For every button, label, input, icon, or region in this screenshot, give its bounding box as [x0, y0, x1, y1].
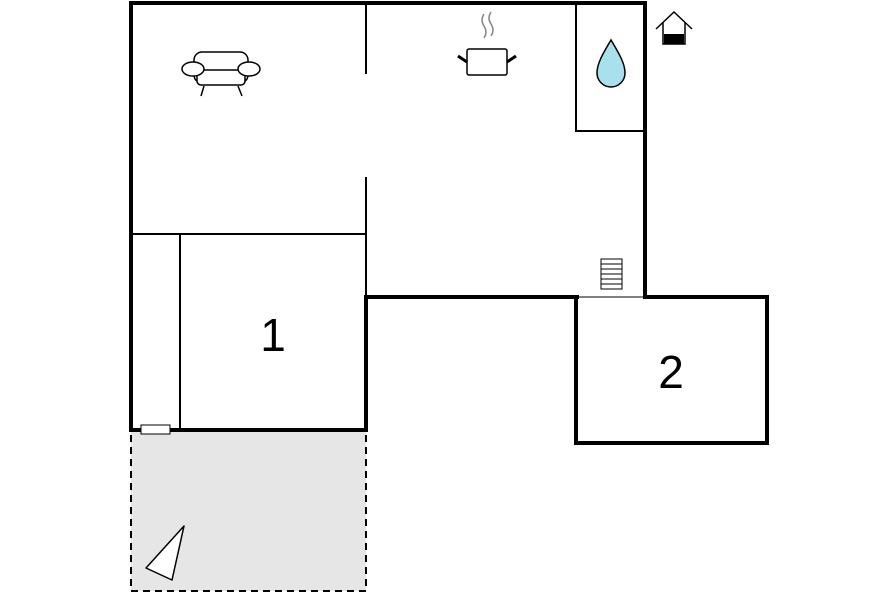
room-2-label: 2 [658, 346, 684, 398]
house-icon [655, 10, 693, 45]
bathroom-walls [575, 3, 645, 132]
room-2-walls [574, 295, 769, 445]
entrance-threshold [140, 424, 171, 435]
cooking-pot-icon [457, 11, 517, 76]
sofa-icon [181, 51, 261, 97]
stairs-icon [600, 258, 623, 290]
water-drop-icon [596, 38, 626, 88]
room-1-label: 1 [260, 309, 286, 361]
sunshade-icon [145, 525, 185, 581]
